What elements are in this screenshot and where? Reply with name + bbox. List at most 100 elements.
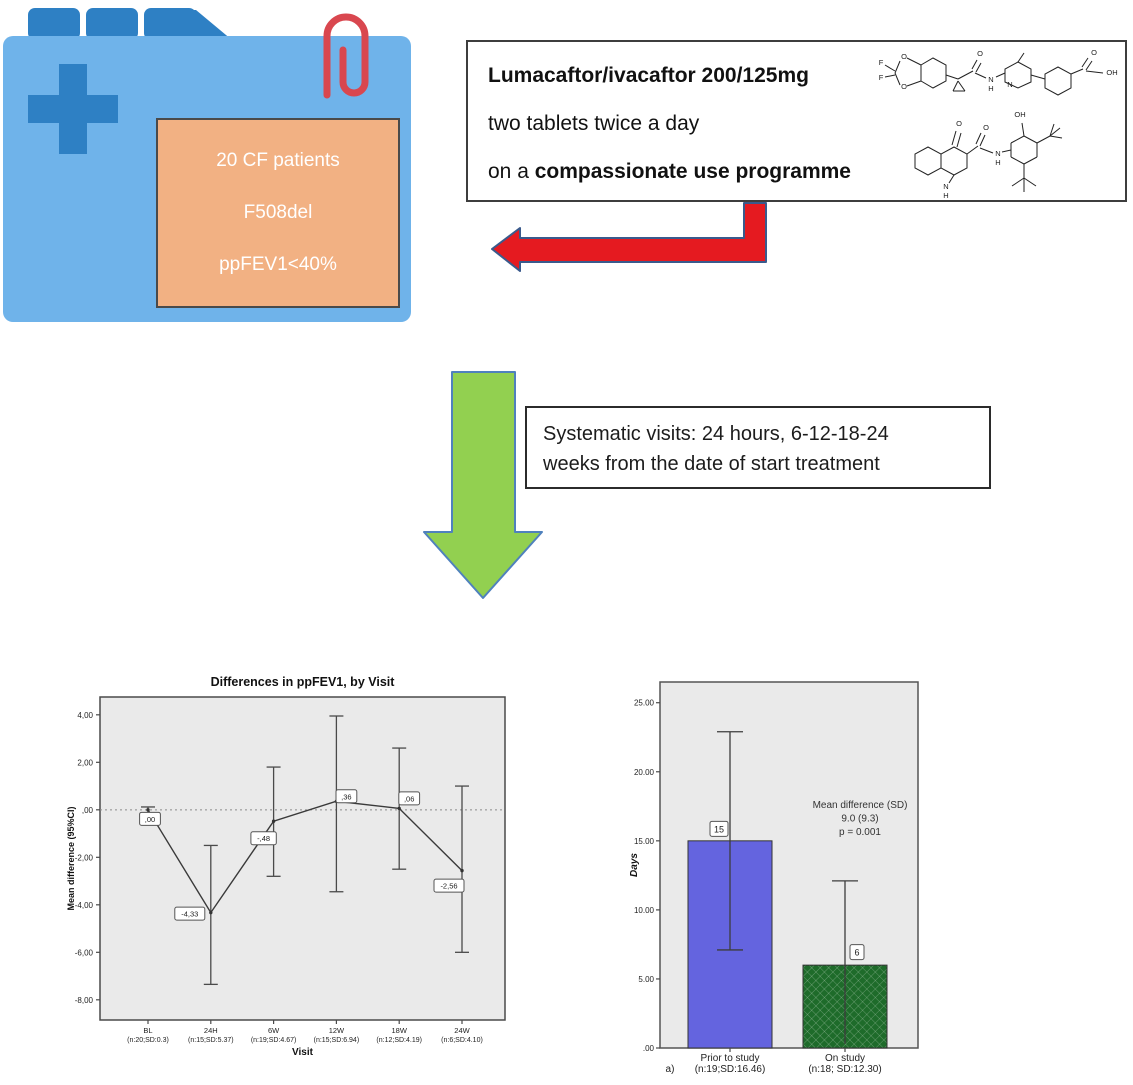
treatment-text: Lumacaftor/ivacaftor 200/125mg two table… [488, 52, 908, 196]
y-tick-label: -4,00 [75, 901, 94, 910]
value-label: ,00 [145, 815, 155, 824]
bond [979, 147, 994, 154]
y-tick-label: -6,00 [75, 948, 94, 957]
data-point [209, 910, 213, 915]
green-arrow-shape [423, 371, 543, 599]
bond [979, 134, 986, 147]
x-category-label: 24W [454, 1026, 470, 1035]
panel-label: a) [666, 1064, 675, 1075]
y-tick-label: 20.00 [634, 768, 655, 777]
x-category-label: 6W [268, 1026, 280, 1035]
bond [1023, 135, 1038, 144]
visits-line1: Systematic visits: 24 hours, 6-12-18-24 [543, 423, 889, 445]
bond [971, 59, 978, 70]
y-tick-label: .00 [643, 1044, 655, 1053]
folder-tab-bump [28, 8, 80, 40]
ring [1044, 66, 1072, 96]
atom-label: H [988, 84, 993, 93]
atom-label: OH [1106, 68, 1117, 77]
atom-label: F [879, 58, 884, 67]
y-tick-label: 4,00 [77, 711, 93, 720]
x-axis-title: Visit [292, 1047, 314, 1058]
atom-label: N [995, 149, 1000, 158]
y-tick-label: -2,00 [75, 853, 94, 862]
annotation-line: 9.0 (9.3) [841, 814, 878, 825]
patient-note-line: 20 CF patients [216, 150, 340, 171]
atom-label: N [943, 182, 948, 191]
value-label: 15 [714, 824, 724, 834]
bond [894, 72, 901, 86]
data-point [146, 808, 150, 812]
x-category-label: On study [825, 1053, 865, 1064]
treatment-line3-prefix: on a [488, 160, 535, 183]
treatment-box: Lumacaftor/ivacaftor 200/125mg two table… [466, 40, 1127, 202]
visits-box: Systematic visits: 24 hours, 6-12-18-24 … [525, 406, 991, 489]
atom-label: F [879, 73, 884, 82]
red-arrow-shape [491, 202, 767, 272]
bond [1070, 68, 1084, 75]
bond [975, 62, 982, 73]
line-chart-ppfev1: Differences in ppFEV1, by Visit4,002,00,… [66, 675, 506, 1058]
bond [1011, 177, 1025, 187]
x-category-sublabel: (n:19;SD:16.46) [695, 1064, 766, 1075]
green-arrow-icon [423, 371, 543, 599]
atom-label: O [901, 82, 907, 91]
value-label: ,36 [341, 792, 351, 801]
bond [956, 132, 962, 148]
treatment-title: Lumacaftor/ivacaftor 200/125mg [488, 64, 809, 87]
atom-label: O [1091, 48, 1097, 57]
patient-note-line: F508del [243, 202, 313, 223]
bond [884, 74, 896, 78]
y-tick-label: 15.00 [634, 837, 655, 846]
bond [1017, 52, 1025, 63]
value-label-box [335, 789, 358, 804]
bond [966, 145, 979, 155]
bond [894, 60, 901, 74]
bond [948, 174, 955, 184]
value-label-box [398, 791, 421, 806]
plot-area [99, 696, 506, 1021]
ring [1004, 61, 1032, 89]
bond [945, 74, 959, 80]
atom-label: O [977, 49, 983, 58]
patient-note: 20 CF patients F508del ppFEV1<40% [156, 118, 400, 308]
bond [884, 64, 896, 72]
ring [940, 146, 968, 176]
y-tick-label: ,00 [82, 806, 94, 815]
bond [1030, 74, 1046, 80]
bond [1081, 57, 1089, 68]
visits-line2: weeks from the date of start treatment [543, 453, 880, 475]
x-category-label: 12W [329, 1026, 345, 1035]
bond [1036, 135, 1051, 144]
bond [995, 72, 1006, 78]
patient-note-line: ppFEV1<40% [219, 254, 337, 275]
x-category-label: 18W [391, 1026, 407, 1035]
x-category-sublabel: (n:15;SD:5.37) [188, 1037, 234, 1044]
x-category-label: Prior to study [701, 1053, 760, 1064]
annotation-line: p = 0.001 [839, 827, 881, 838]
bond [974, 72, 987, 79]
y-axis-title: Mean difference (95%CI) [66, 806, 76, 910]
atom-label: H [995, 158, 1000, 167]
x-category-label: BL [143, 1026, 152, 1035]
bond [1085, 70, 1104, 74]
y-tick-label: 10.00 [634, 906, 655, 915]
data-point [271, 819, 276, 823]
folder-tab-bump [86, 8, 138, 40]
bond [1023, 177, 1037, 187]
value-label-box [849, 944, 865, 961]
bond [957, 70, 974, 80]
y-axis-title: Days [629, 853, 640, 877]
atom-label: O [901, 52, 907, 61]
x-category-sublabel: (n:6;SD:4.10) [441, 1037, 483, 1044]
atom-label: H [943, 191, 948, 200]
value-label: -4,33 [181, 910, 198, 919]
value-label-box [174, 906, 206, 921]
x-category-sublabel: (n:18; SD:12.30) [808, 1064, 881, 1075]
folder-tab-edge [170, 10, 232, 40]
atom-label: N [988, 75, 993, 84]
x-category-sublabel: (n:20;SD:0.3) [127, 1037, 169, 1044]
value-label-box [139, 811, 161, 826]
